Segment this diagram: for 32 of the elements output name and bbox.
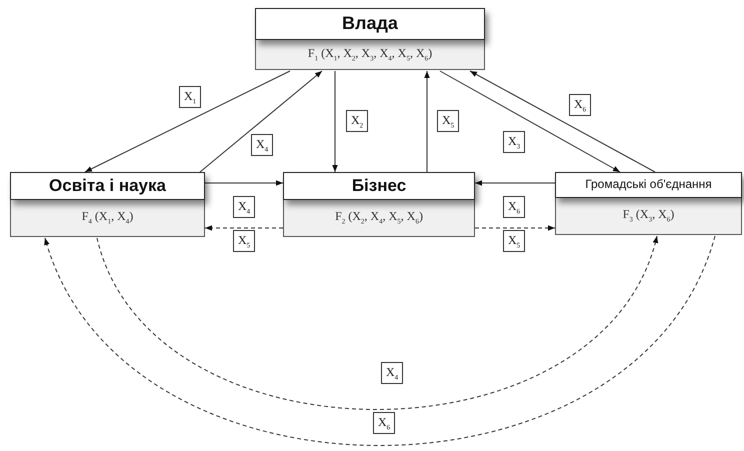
- arrow: [84, 70, 290, 172]
- node-title: Громадські об'єднання: [555, 172, 742, 198]
- function-formula: F$_{3}$ (X$_{3}$, X$_{6}$): [555, 198, 742, 235]
- edge-label: X$_{3}$: [503, 131, 526, 154]
- edge-label: X$_{2}$: [346, 110, 368, 132]
- arrow: [204, 225, 284, 231]
- node-title: Влада: [255, 8, 485, 40]
- function-formula: F$_{4}$ (X$_{1}$, X$_{4}$): [10, 200, 205, 237]
- edge-label: X$_{5}$: [437, 110, 460, 132]
- node-title: Бізнес: [283, 172, 475, 200]
- arrow: [200, 70, 322, 172]
- edge-label: X$_{6}$: [503, 196, 526, 218]
- node-title: Освіта і наука: [10, 172, 205, 200]
- edge-label: X$_{4}$: [233, 196, 256, 218]
- arrow: [332, 70, 338, 172]
- edge-label: X$_{6}$: [373, 412, 396, 434]
- arrow: [96, 236, 658, 410]
- edge-label: X$_{6}$: [569, 94, 592, 116]
- arrow: [474, 225, 556, 231]
- arrow: [470, 70, 656, 172]
- arrow: [440, 70, 620, 172]
- edge-label: X$_{5}$: [503, 230, 526, 252]
- arrow: [44, 236, 716, 446]
- function-formula: F$_{1}$ (X$_{1}$, X$_{2}$, X$_{3}$, X$_{4}$, X$_{5}$, X$_{6}$): [255, 40, 485, 70]
- edge-label: X$_{4}$: [251, 134, 274, 156]
- arrow: [474, 180, 556, 186]
- edge-label: X$_{1}$: [179, 86, 202, 108]
- arrow: [424, 70, 430, 172]
- edge-label: X$_{4}$: [381, 362, 404, 384]
- edge-label: X$_{5}$: [233, 230, 256, 252]
- function-formula: F$_{2}$ (X$_{2}$, X$_{4}$, X$_{5}$, X$_{6}$): [283, 200, 475, 237]
- arrow: [204, 180, 284, 186]
